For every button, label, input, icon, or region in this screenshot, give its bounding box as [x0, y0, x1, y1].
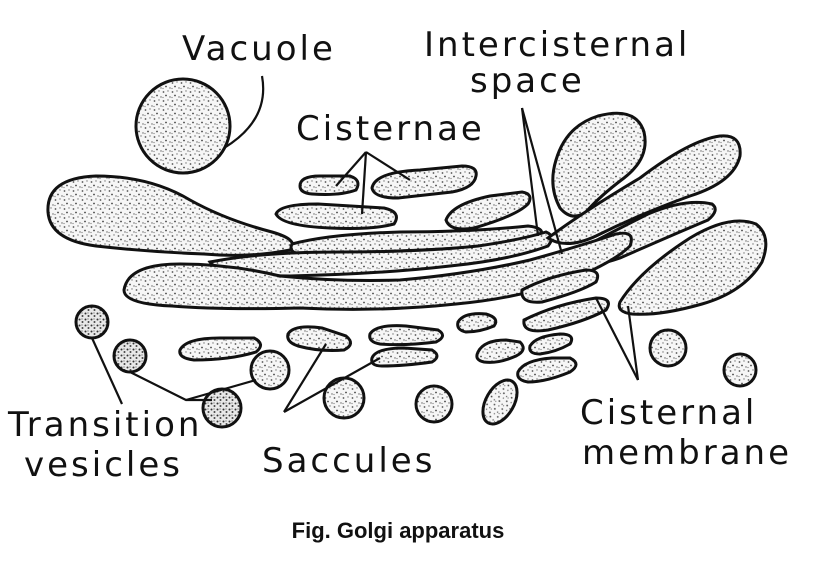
label-cisternal-line1: Cisternal: [580, 393, 757, 433]
cisterna-right-lower: [617, 219, 768, 316]
cisterna-mid-right-2: [522, 296, 610, 333]
saccule-center-3: [456, 312, 498, 334]
leader-intercisternal-a: [520, 107, 540, 237]
cisterna-upper-right: [444, 190, 532, 231]
figure-caption: Fig. Golgi apparatus: [292, 518, 505, 543]
label-transition-line1: Transition: [7, 405, 202, 445]
label-intercisternal-line1: Intercisternal: [424, 25, 690, 65]
leader-saccules-b: [283, 357, 381, 413]
cisterna-large-lower: [122, 231, 633, 311]
leader-saccules-a: [283, 343, 327, 413]
leader-vacuole: [223, 75, 265, 149]
leader-cisternae-a: [335, 151, 367, 187]
leader-cisternae-b: [365, 151, 411, 181]
saccule-center-4: [475, 338, 525, 364]
cisterna-top-left: [298, 174, 360, 196]
label-vacuole: Vacuole: [182, 29, 336, 69]
label-cisternal-line2: membrane: [582, 433, 792, 473]
leader-intercisternal-b: [520, 107, 564, 255]
saccule-mid-right-small: [528, 332, 574, 356]
vesicle: [481, 378, 519, 426]
vesicle: [249, 349, 291, 391]
cisterna-top-middle: [370, 164, 478, 200]
leader-cisternae-c: [360, 151, 368, 215]
label-cisternae: Cisternae: [296, 109, 485, 149]
leader-cisternal-b: [626, 305, 640, 381]
cisterna-mid-right-1: [520, 268, 600, 304]
saccule-center-2: [370, 346, 439, 368]
vesicle: [722, 352, 758, 388]
vesicle: [74, 304, 110, 340]
leader-cisternal-a: [595, 297, 639, 381]
saccule-left: [178, 336, 262, 362]
leader-transition-1: [90, 337, 124, 405]
label-saccules: Saccules: [262, 441, 435, 481]
saccule-lower-right: [516, 356, 578, 384]
cisterna-upper-1: [274, 202, 398, 230]
vesicle: [414, 384, 454, 424]
vesicle: [112, 338, 148, 374]
vesicle: [322, 376, 366, 420]
label-intercisternal-line2: space: [470, 61, 585, 101]
label-transition-line2: vesicles: [24, 445, 183, 485]
vesicle: [201, 387, 243, 429]
vesicle: [648, 328, 688, 368]
saccule-center-left: [286, 325, 352, 352]
cisterna-large-left: [46, 174, 295, 257]
leader-transition-3: [185, 378, 257, 402]
cisterna-right-sweep-1: [545, 134, 742, 245]
saccule-center-1: [368, 324, 444, 347]
vacuole: [134, 77, 232, 175]
